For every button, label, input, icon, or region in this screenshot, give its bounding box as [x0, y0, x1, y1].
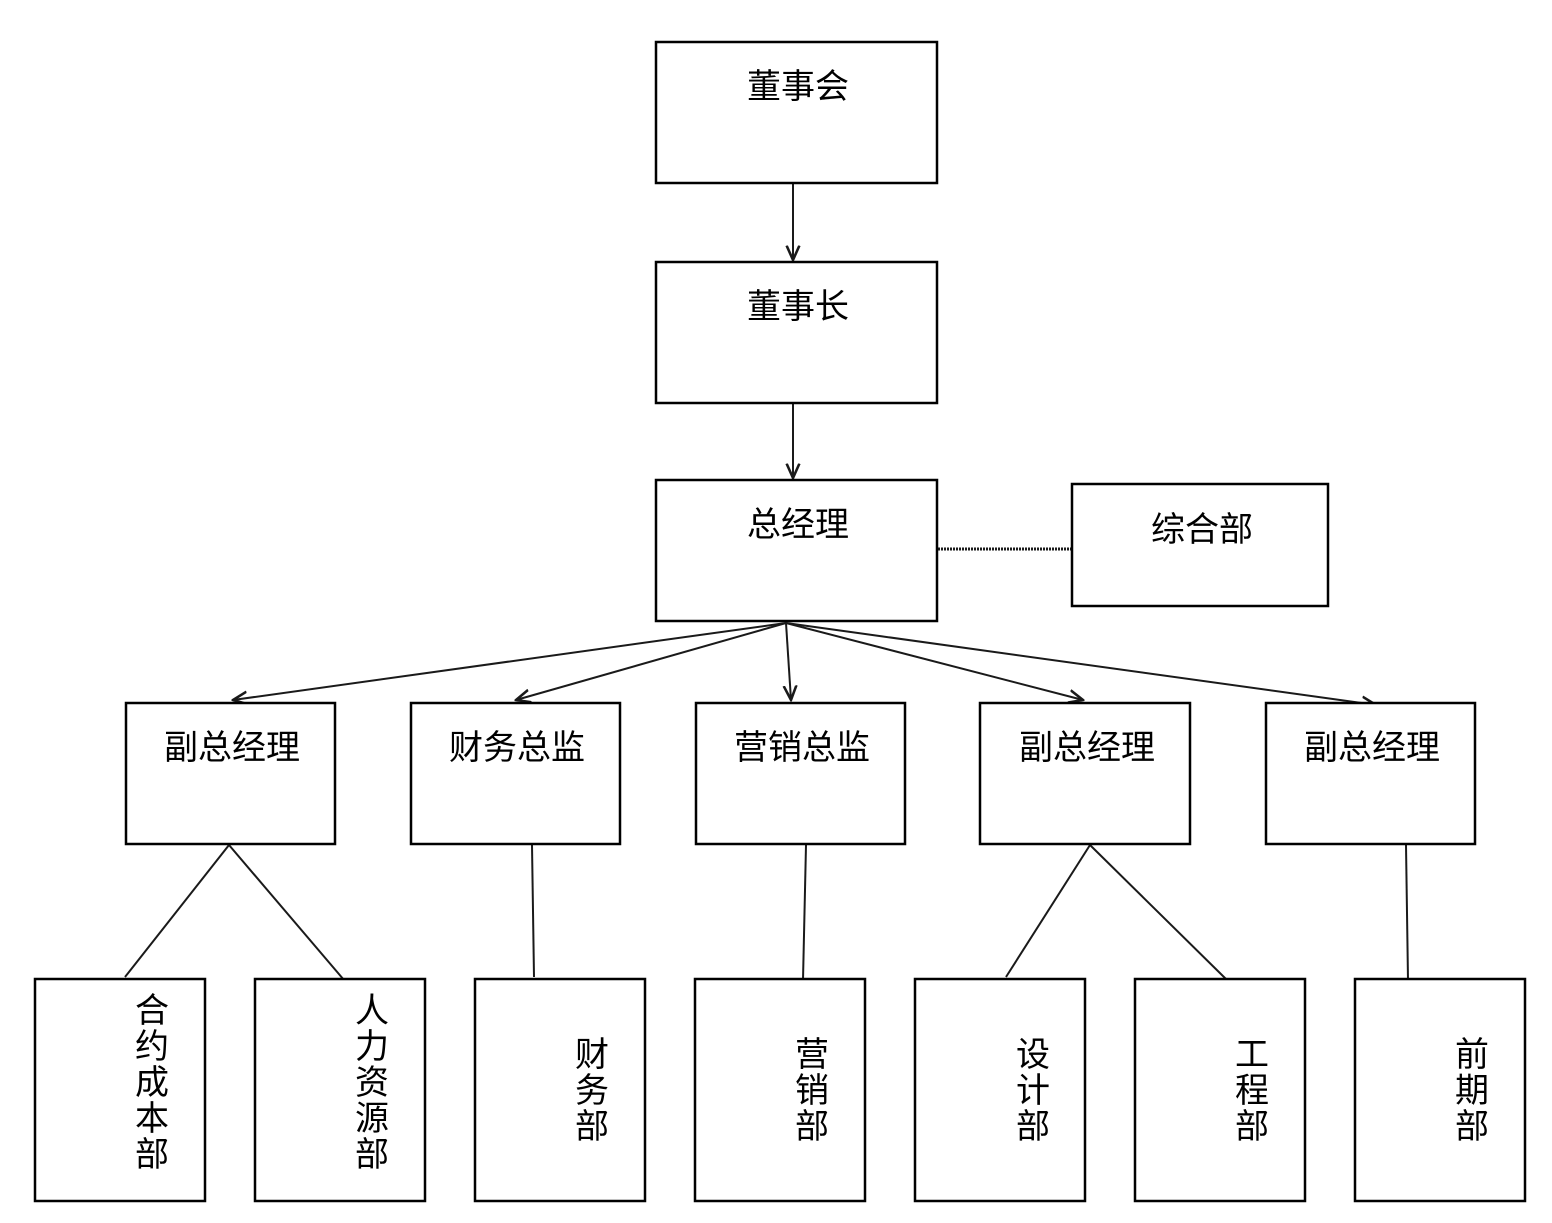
node-deputy-gm-3: 副总经理 [1264, 701, 1477, 846]
vertical-char: 部 [1235, 1107, 1269, 1147]
vertical-char: 销 [795, 1071, 829, 1111]
edge-deputy-gm-3-to-preliminary-dept [1405, 844, 1409, 981]
node-cfo-label: 财务总监 [449, 728, 585, 768]
node-marketing-dept-label: 营销部 [795, 1035, 829, 1147]
vertical-char: 程 [1235, 1071, 1269, 1111]
vertical-char: 前 [1455, 1035, 1489, 1075]
node-contract-cost-dept: 合约成本部 [33, 977, 207, 1203]
node-general-manager-box [654, 478, 939, 623]
vertical-char: 力 [355, 1027, 389, 1067]
vertical-char: 设 [1016, 1035, 1050, 1075]
node-board-label: 董事会 [747, 67, 849, 107]
node-general-manager: 总经理 [654, 478, 939, 623]
edge-deputy-gm-1-to-hr-dept [228, 844, 345, 981]
vertical-char: 源 [355, 1099, 389, 1139]
node-deputy-gm-1: 副总经理 [124, 701, 337, 846]
node-cmo: 营销总监 [694, 701, 907, 846]
edge-general-manager-to-cmo [786, 622, 791, 700]
node-engineering-dept: 工程部 [1133, 977, 1307, 1203]
node-general-dept-label: 综合部 [1151, 510, 1253, 550]
vertical-char: 部 [1016, 1107, 1050, 1147]
node-cmo-label: 营销总监 [734, 728, 870, 768]
vertical-char: 资 [355, 1063, 389, 1103]
node-chairman: 董事长 [654, 260, 939, 405]
node-cfo-box [409, 701, 622, 846]
edge-deputy-gm-2-to-engineering-dept [1089, 844, 1228, 981]
vertical-char: 部 [575, 1107, 609, 1147]
vertical-char: 务 [575, 1071, 609, 1111]
node-marketing-dept-box [693, 977, 867, 1203]
node-design-dept: 设计部 [913, 977, 1087, 1203]
vertical-char: 部 [355, 1135, 389, 1175]
edge-general-manager-to-cfo [516, 622, 787, 700]
node-general-dept: 综合部 [1070, 482, 1330, 608]
vertical-char: 人 [355, 991, 389, 1031]
node-general-manager-label: 总经理 [747, 505, 849, 545]
edge-deputy-gm-1-to-contract-cost-dept [124, 844, 230, 978]
vertical-char: 本 [135, 1099, 169, 1139]
node-general-dept-box [1070, 482, 1330, 608]
node-marketing-dept: 营销部 [693, 977, 867, 1203]
node-board-box [654, 40, 939, 185]
node-deputy-gm-2-box [978, 701, 1192, 846]
node-preliminary-dept-label: 前期部 [1455, 1035, 1489, 1147]
node-cfo: 财务总监 [409, 701, 622, 846]
node-engineering-dept-label: 工程部 [1235, 1035, 1269, 1147]
vertical-char: 计 [1016, 1071, 1050, 1111]
node-deputy-gm-3-box [1264, 701, 1477, 846]
edge-general-manager-to-deputy-gm-1 [233, 622, 787, 700]
node-deputy-gm-1-label: 副总经理 [164, 728, 300, 768]
node-design-dept-label: 设计部 [1016, 1035, 1050, 1147]
node-contract-cost-dept-label: 合约成本部 [135, 991, 169, 1175]
node-finance-dept-label: 财务部 [575, 1035, 609, 1147]
vertical-char: 部 [795, 1107, 829, 1147]
node-finance-dept: 财务部 [473, 977, 647, 1203]
edge-cfo-to-finance-dept [531, 844, 535, 978]
node-hr-dept-label: 人力资源部 [355, 991, 389, 1175]
node-finance-dept-box [473, 977, 647, 1203]
vertical-char: 约 [135, 1027, 169, 1067]
vertical-char: 期 [1455, 1071, 1489, 1111]
node-hr-dept-box [253, 977, 427, 1203]
edge-deputy-gm-2-to-design-dept [1005, 844, 1091, 978]
node-hr-dept: 人力资源部 [253, 977, 427, 1203]
node-deputy-gm-3-label: 副总经理 [1304, 728, 1440, 768]
vertical-char: 工 [1235, 1035, 1269, 1075]
edge-cmo-to-marketing-dept [802, 844, 807, 981]
node-preliminary-dept: 前期部 [1353, 977, 1527, 1203]
vertical-char: 财 [575, 1035, 609, 1075]
vertical-char: 营 [795, 1035, 829, 1075]
vertical-char: 部 [135, 1135, 169, 1175]
node-deputy-gm-1-box [124, 701, 337, 846]
node-deputy-gm-2: 副总经理 [978, 701, 1192, 846]
edge-general-manager-to-deputy-gm-3 [785, 622, 1376, 705]
vertical-char: 成 [135, 1063, 169, 1103]
node-design-dept-box [913, 977, 1087, 1203]
vertical-char: 部 [1455, 1107, 1489, 1147]
vertical-char: 合 [135, 991, 169, 1031]
node-preliminary-dept-box [1353, 977, 1527, 1203]
node-board: 董事会 [654, 40, 939, 185]
edge-general-manager-to-deputy-gm-2 [785, 622, 1083, 700]
node-engineering-dept-box [1133, 977, 1307, 1203]
edges [124, 184, 1409, 981]
node-chairman-box [654, 260, 939, 405]
node-cmo-box [694, 701, 907, 846]
node-contract-cost-dept-box [33, 977, 207, 1203]
node-deputy-gm-2-label: 副总经理 [1019, 728, 1155, 768]
node-chairman-label: 董事长 [747, 287, 849, 327]
